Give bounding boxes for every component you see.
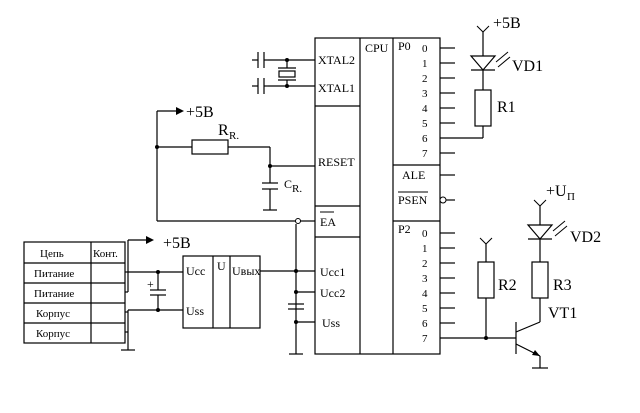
crystal-circuit (252, 52, 315, 94)
p0-pin-6: 6 (422, 133, 428, 145)
mcu-chip: CPU P0 P2 XTAL2 XTAL1 RESET EA Ucc1 Ucc2… (314, 37, 455, 355)
reset-vcc-label: +5B (186, 104, 214, 121)
resistor-rr (191, 139, 229, 155)
p2-pin-6: 6 (422, 318, 428, 330)
psen-label: PSEN (398, 193, 428, 207)
vd2-vcc-subscript: П (567, 191, 575, 203)
vcc-arrow-reset (176, 107, 184, 115)
connector-table: Цепь Конт. Питание Питание Корпус Корпус… (23, 235, 191, 351)
vcc-arrow-r2 (479, 237, 493, 245)
p2-pin-2: 2 (422, 258, 428, 270)
table-header-contact: Конт. (93, 248, 118, 260)
vcc-arrow-table (146, 236, 154, 244)
psen-bubble (439, 196, 447, 204)
rr-subscript: R. (229, 130, 239, 142)
p0-pin-2: 2 (422, 73, 428, 85)
vcc-arrow-vd2 (533, 199, 547, 207)
reg-ucc-label: Ucc (186, 264, 205, 278)
led-vd1-branch: +5B VD1 R1 (440, 15, 543, 139)
resistor-r2 (477, 261, 495, 299)
r3-label: R3 (553, 277, 572, 294)
xtal1-label: XTAL1 (318, 81, 355, 95)
cap-plus: + (147, 277, 154, 291)
regulator-body (182, 255, 261, 329)
r1-label: R1 (497, 99, 516, 116)
transistor-branch: R2 +U П VD2 R3 VT1 (440, 183, 601, 369)
emitter-arrow (532, 350, 540, 356)
vd1-label: VD1 (512, 58, 543, 75)
table-row-3: Корпус (36, 308, 70, 320)
ucc1-label: Ucc1 (320, 265, 345, 279)
reg-uout-label: Uвых (232, 264, 260, 278)
vd2-label: VD2 (570, 229, 601, 246)
table-header-circuit: Цепь (40, 248, 64, 260)
p2-pin-7: 7 (422, 333, 428, 345)
ucc2-label: Ucc2 (320, 286, 345, 300)
p2-pin-0: 0 (422, 228, 428, 240)
ea-label: EA (320, 215, 336, 229)
crystal-resonator (278, 70, 296, 78)
table-row-4: Корпус (36, 328, 70, 340)
p0-pin-3: 3 (422, 88, 428, 100)
p2-pin-5: 5 (422, 303, 428, 315)
r2-label: R2 (498, 277, 517, 294)
table-row-2: Питание (34, 288, 74, 300)
table-row-1: Питание (34, 268, 74, 280)
p2-pin-1: 1 (422, 243, 428, 255)
vt1-label: VT1 (548, 305, 577, 322)
port0-label: P0 (398, 39, 411, 53)
led-vd1 (469, 55, 497, 71)
p0-pin-5: 5 (422, 118, 428, 130)
mcu-body (314, 37, 441, 355)
resistor-r3 (531, 261, 549, 299)
cr-subscript: R. (292, 183, 302, 195)
rr-label: R (218, 122, 229, 139)
reg-u-label: U (217, 259, 226, 273)
reset-label: RESET (318, 155, 355, 169)
uss-label: Uss (322, 316, 340, 330)
p0-pin-1: 1 (422, 58, 428, 70)
vcc-arrow-vd1 (476, 25, 490, 33)
p0-pin-7: 7 (422, 148, 428, 160)
reset-circuit: +5B R R. C R. (155, 104, 315, 354)
vd2-vcc-label: +U (546, 183, 567, 200)
p2-pin-3: 3 (422, 273, 428, 285)
p0-pin-0: 0 (422, 43, 428, 55)
table-vcc-label: +5B (163, 235, 191, 252)
ale-label: ALE (402, 168, 425, 182)
vd1-vcc-label: +5B (493, 15, 521, 32)
p0-pin-4: 4 (422, 103, 428, 115)
reg-uss-label: Uss (186, 304, 204, 318)
mcu-power-rail (260, 269, 315, 355)
cr-label: C (284, 177, 292, 191)
resistor-r1 (474, 89, 492, 127)
xtal2-label: XTAL2 (318, 53, 355, 67)
mcu-title: CPU (365, 41, 389, 55)
p2-pin-4: 4 (422, 288, 428, 300)
port2-label: P2 (398, 222, 411, 236)
voltage-regulator: Ucc Uss U Uвых + (128, 255, 261, 329)
led-vd2 (526, 224, 554, 240)
